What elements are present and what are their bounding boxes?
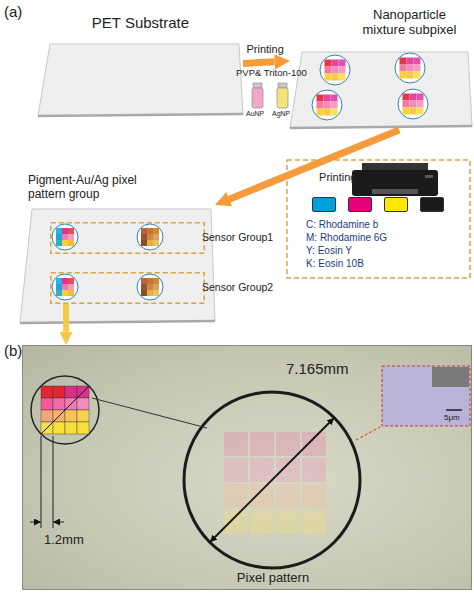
- flow-arrow: [229, 130, 399, 199]
- legend-list: C: Rhodamine bM: Rhodamine 6GY: Eosin YK…: [298, 218, 466, 270]
- printer-button: [425, 175, 433, 178]
- substrate-edge: [290, 126, 472, 128]
- ink-legend: C: Rhodamine bM: Rhodamine 6GY: Eosin YK…: [298, 197, 466, 270]
- legend-text: Y: Eosin Y: [306, 244, 466, 257]
- ink-cartridge: [420, 197, 444, 212]
- pet-substrate: [20, 209, 215, 323]
- panel-label: (a): [4, 3, 22, 20]
- slab-outline: [38, 40, 243, 118]
- vial-label: AgNP: [272, 110, 290, 118]
- dashed-frame: [51, 273, 205, 304]
- vial-cap: [253, 83, 262, 88]
- substrate-slab: Nanoparticle mixture subpixel: [290, 48, 472, 130]
- aunp-vial: [252, 88, 263, 108]
- node-label: Sensor Group2: [202, 281, 292, 293]
- agnp-vial: [277, 88, 288, 108]
- group-outline: [50, 272, 205, 304]
- additive-note: PVP& Triton-100: [236, 68, 307, 79]
- inkjet-printer: [352, 163, 438, 196]
- scale-label: 5μm: [444, 413, 460, 422]
- sensor-group: Sensor Group1: [50, 222, 275, 254]
- node-label: Pixel pattern: [208, 571, 338, 586]
- printer-frame: [287, 160, 470, 278]
- pet-substrate: [38, 44, 243, 116]
- edge-label: Printing: [319, 171, 356, 184]
- dimension-label: 1.2mm: [44, 533, 84, 548]
- vial-label: AuNP: [246, 110, 264, 118]
- legend-text: M: Rhodamine 6G: [306, 231, 466, 244]
- legend-text: K: Eosin 10B: [306, 257, 466, 270]
- substrate-slab: Pigment-Au/Ag pixel pattern groupSensor …: [20, 205, 215, 325]
- slab-outline: [290, 48, 472, 130]
- micrograph-panel: Pixel pattern: [22, 345, 472, 590]
- node-label: Nanoparticle mixture subpixel: [352, 8, 467, 38]
- vial-cap: [278, 83, 287, 88]
- paper-tray: [372, 189, 418, 194]
- node-label: Sensor Group1: [202, 231, 292, 243]
- cartridge-row: [298, 197, 466, 213]
- node-label: PET Substrate: [38, 14, 243, 31]
- dimension-label: 7.165mm: [286, 360, 349, 377]
- printer-body: [352, 170, 438, 196]
- flow-arrow: [243, 62, 275, 64]
- dashed-frame: [51, 223, 205, 254]
- substrate-slab: PET Substrate: [38, 40, 243, 118]
- sensor-group: Sensor Group2: [50, 272, 275, 304]
- pet-substrate: [290, 52, 472, 128]
- paper-slot: [362, 163, 428, 172]
- nanoparticle-vials: [252, 83, 288, 108]
- panel-label: (b): [4, 342, 22, 359]
- ink-cartridge: [348, 197, 372, 212]
- node-label: Pigment-Au/Ag pixel pattern group: [28, 174, 148, 202]
- group-outline: [50, 222, 205, 254]
- substrate-edge: [20, 321, 215, 323]
- substrate-edge: [38, 114, 243, 116]
- ink-cartridge: [384, 197, 408, 212]
- ink-cartridge: [312, 197, 336, 212]
- legend-text: C: Rhodamine b: [306, 218, 466, 231]
- edge-label: Printing: [247, 43, 284, 56]
